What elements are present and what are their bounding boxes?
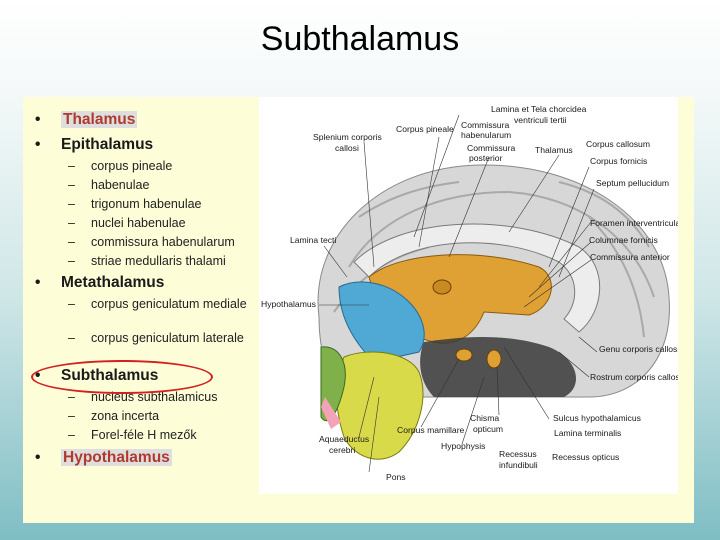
outline-subitem: –trigonum habenulae (68, 197, 251, 212)
outline-subitem: –corpus pineale (68, 159, 251, 174)
label-recessus-infundibuli-1: Recessus (499, 449, 537, 459)
bullet-icon: • (35, 449, 61, 467)
subitem-label: commissura habenularum (91, 235, 251, 250)
outline-subitem: –habenulae (68, 178, 251, 193)
bullet-icon: • (35, 111, 61, 129)
label-lamina-tela: Lamina et Tela chorcidea (491, 104, 587, 114)
outline-item-hypothalamus: •Hypothalamus (35, 449, 172, 467)
label-commissura-habenularum-2: habenularum (461, 130, 511, 140)
content-panel: •Thalamus •Epithalamus –corpus pineale –… (23, 97, 694, 523)
label-sulcus: Sulcus hypothalamicus (553, 413, 641, 423)
outline-item-epithalamus: •Epithalamus (35, 136, 153, 154)
subitem-label: nuclei habenulae (91, 216, 251, 231)
label-corpus-mamillare: Corpus mamillare (397, 425, 465, 435)
label-thalamus: Thalamus (535, 145, 573, 155)
label-recessus-opticus: Recessus opticus (552, 452, 619, 462)
outline-item-thalamus: •Thalamus (35, 111, 137, 129)
label-foramen: Foramen interventriculare (590, 218, 678, 228)
subitem-label: habenulae (91, 178, 251, 193)
subitem-label: corpus geniculatum laterale (91, 331, 251, 346)
dash-icon: – (68, 297, 91, 312)
dash-icon: – (68, 178, 91, 193)
outline-label: Epithalamus (61, 136, 153, 153)
label-commissura-posterior-1: Commissura (467, 143, 515, 153)
topic-outline: •Thalamus •Epithalamus –corpus pineale –… (23, 97, 258, 523)
outline-subitem: –nuclei habenulae (68, 216, 251, 231)
subitem-label: Forel-féle H mezők (91, 428, 251, 443)
label-commissura-anterior: Commissura anterior (590, 252, 670, 262)
label-lamina-terminalis: Lamina terminalis (554, 428, 621, 438)
label-aqueductus-2: cerebri (329, 445, 355, 455)
label-commissura-posterior-2: posterior (469, 153, 503, 163)
label-lamina-tecti: Lamina tecti (290, 235, 336, 245)
dash-icon: – (68, 235, 91, 250)
subitem-label: striae medullaris thalami (91, 254, 251, 269)
outline-subitem: –corpus geniculatum laterale (68, 331, 251, 346)
outline-item-metathalamus: •Metathalamus (35, 274, 164, 292)
label-aqueductus-1: Aquaeductus (319, 434, 369, 444)
label-septum-pellucidum: Septum pellucidum (596, 178, 669, 188)
outline-label: Metathalamus (61, 274, 164, 291)
label-genu: Genu corporis callosi (599, 344, 678, 354)
outline-label: Thalamus (61, 111, 137, 128)
label-recessus-infundibuli-2: infundibuli (499, 460, 538, 470)
dash-icon: – (68, 331, 91, 346)
brain-sagittal-diagram: Lamina et Tela chorcidea ventriculi tert… (259, 97, 678, 494)
label-commissura-habenularum-1: Commissura (461, 120, 509, 130)
label-corpus-callosum: Corpus callosum (586, 139, 650, 149)
label-splenium-2: callosi (335, 143, 359, 153)
outline-subitem: –Forel-féle H mezők (68, 428, 251, 443)
subitem-label: trigonum habenulae (91, 197, 251, 212)
thalamus-adhesion (433, 280, 451, 294)
outline-subitem: –commissura habenularum (68, 235, 251, 250)
label-pons: Pons (386, 472, 406, 482)
dash-icon: – (68, 197, 91, 212)
dash-icon: – (68, 409, 91, 424)
label-corpus-pineale: Corpus pineale (396, 124, 454, 134)
dash-icon: – (68, 428, 91, 443)
dash-icon: – (68, 159, 91, 174)
dash-icon: – (68, 254, 91, 269)
subitem-label: corpus pineale (91, 159, 251, 174)
outline-subitem: –corpus geniculatum mediale (68, 297, 251, 312)
subitem-label: corpus geniculatum mediale (91, 297, 251, 312)
label-splenium-1: Splenium corporis (313, 132, 382, 142)
label-corpus-fornicis: Corpus fornicis (590, 156, 647, 166)
label-hypothalamus: Hypothalamus (261, 299, 316, 309)
mamillary-body (456, 349, 472, 361)
chiasma-shape (487, 350, 501, 368)
label-columnae-fornicis: Columnae fornicis (589, 235, 658, 245)
label-chiasma-2: opticum (473, 424, 503, 434)
subitem-label: zona incerta (91, 409, 251, 424)
dash-icon: – (68, 216, 91, 231)
label-rostrum: Rostrum corporis callosi (590, 372, 678, 382)
label-ventriculi-tertii: ventriculi tertii (514, 115, 567, 125)
outline-label: Hypothalamus (61, 449, 172, 466)
highlight-circle (31, 360, 213, 394)
outline-subitem: –zona incerta (68, 409, 251, 424)
bullet-icon: • (35, 274, 61, 292)
outline-subitem: –striae medullaris thalami (68, 254, 251, 269)
brain-illustration: Lamina et Tela chorcidea ventriculi tert… (259, 97, 678, 494)
slide-title: Subthalamus (0, 20, 720, 59)
label-hypophysis: Hypophysis (441, 441, 485, 451)
bullet-icon: • (35, 136, 61, 154)
label-chiasma-1: Chisma (470, 413, 499, 423)
